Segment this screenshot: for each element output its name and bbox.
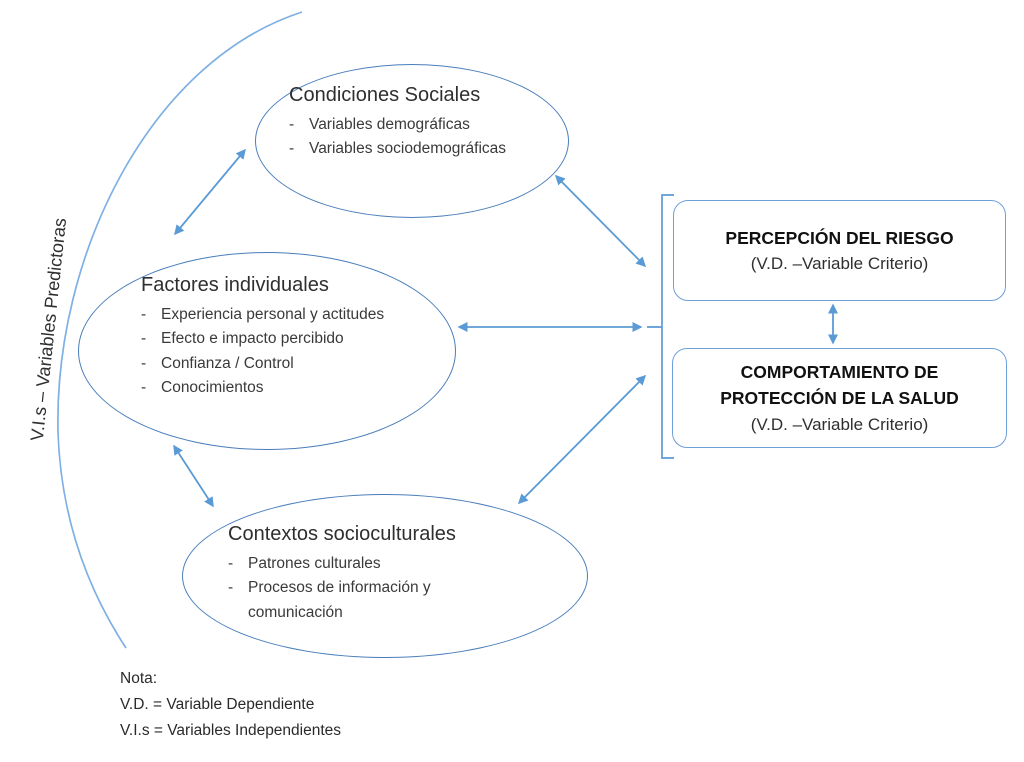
box-subtitle: (V.D. –Variable Criterio): [750, 414, 929, 434]
bullet-text: Conocimientos: [161, 379, 264, 397]
arrow-condiciones-factores: [174, 148, 246, 236]
note-line: V.I.s = Variables Independientes: [120, 722, 342, 740]
bullet-item: - Experiencia personal y actitudes: [141, 303, 384, 327]
bullet-item: - Procesos de información y comunicación: [228, 576, 456, 625]
bullet-item: - Patrones culturales: [228, 552, 456, 576]
bullet-text: Procesos de información y comunicación: [248, 579, 431, 621]
bullet-dash: -: [289, 116, 295, 133]
predictors-arc: [57, 11, 303, 649]
bullet-item: - Conocimientos: [141, 376, 384, 400]
box-title-line: COMPORTAMIENTO DE: [740, 362, 939, 382]
bullet-item: - Efecto e impacto percibido: [141, 327, 384, 351]
box-percepcion-del-riesgo: PERCEPCIÓN DEL RIESGO (V.D. –Variable Cr…: [673, 200, 1006, 301]
arrow-factores-contextos: [173, 444, 214, 508]
bullet-text: Variables demográficas: [309, 116, 470, 133]
bullet-text: Efecto e impacto percibido: [161, 330, 344, 348]
ellipse-title: Condiciones Sociales: [289, 84, 481, 106]
ellipse-contextos-socioculturales: Contextos socioculturales - Patrones cul…: [182, 494, 588, 658]
bullet-item: - Variables sociodemográficas: [289, 137, 506, 161]
bullet-dash: -: [141, 306, 147, 323]
bullet-text: Confianza / Control: [161, 354, 294, 372]
box-title-line: PERCEPCIÓN DEL RIESGO: [725, 227, 954, 248]
note-line: V.D. = Variable Dependiente: [120, 696, 315, 714]
bracket: [647, 194, 674, 459]
bullet-dash: -: [141, 330, 147, 348]
bullet-text: Variables sociodemográficas: [309, 140, 507, 158]
ellipse-factores-individuales: Factores individuales - Experiencia pers…: [78, 252, 456, 450]
arrow-condiciones-bracket: [554, 174, 647, 268]
bullet-dash: -: [289, 140, 295, 158]
bullet-text: Patrones culturales: [248, 555, 381, 572]
bullet-text: Experiencia personal y actitudes: [161, 306, 385, 323]
ellipse-title: Factores individuales: [141, 274, 329, 296]
ellipse-condiciones-sociales: Condiciones Sociales - Variables demográ…: [255, 64, 569, 218]
arrow-contextos-bracket: [517, 374, 647, 505]
note-heading: Nota:: [120, 670, 158, 687]
bullet-item: - Variables demográficas: [289, 113, 506, 137]
ellipse-title: Contextos socioculturales: [228, 523, 456, 545]
bullet-dash: -: [141, 354, 147, 372]
bullet-dash: -: [141, 379, 147, 397]
box-title-line: PROTECCIÓN DE LA SALUD: [720, 388, 959, 409]
bullet-dash: -: [228, 555, 234, 572]
box-comportamiento-proteccion-salud: COMPORTAMIENTO DE PROTECCIÓN DE LA SALUD…: [672, 348, 1007, 448]
box-subtitle: (V.D. –Variable Criterio): [750, 253, 929, 273]
bullet-item: - Confianza / Control: [141, 352, 384, 376]
note-block: Nota: V.D. = Variable Dependiente V.I.s …: [120, 666, 341, 744]
bullet-dash: -: [228, 579, 234, 597]
